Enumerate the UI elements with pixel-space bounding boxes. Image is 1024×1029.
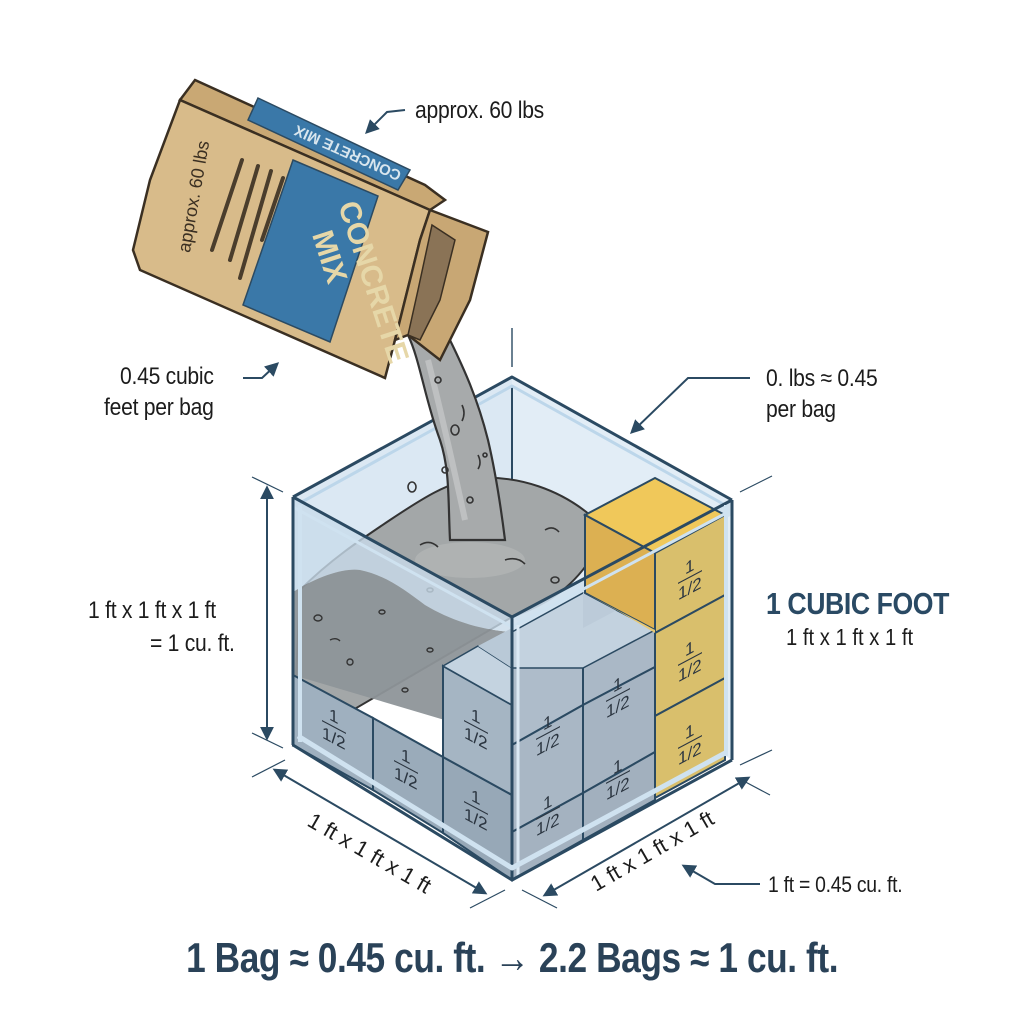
callout-arrows <box>243 109 760 885</box>
weight-callout-label: approx. 60 lbs <box>415 97 544 124</box>
height-callout-line2: = 1 cu. ft. <box>150 630 235 657</box>
summary-equation-text: 1 Bag ≈ 0.45 cu. ft. → 2.2 Bags ≈ 1 cu. … <box>186 934 838 981</box>
svg-text:1: 1 <box>613 673 622 697</box>
weight-callout-arrow <box>365 109 406 134</box>
dimension-lines <box>251 328 773 909</box>
yellow-block-3 <box>654 676 726 800</box>
bag-front-label <box>242 158 379 344</box>
summary-equation: 1 Bag ≈ 0.45 cu. ft. → 2.2 Bags ≈ 1 cu. … <box>0 934 1024 982</box>
cube-title: 1 CUBIC FOOT <box>766 586 949 621</box>
svg-text:1: 1 <box>471 785 480 809</box>
concrete-stream <box>406 328 507 542</box>
svg-text:1: 1 <box>543 791 552 815</box>
height-callout-line1: 1 ft x 1 ft x 1 ft <box>88 597 216 624</box>
volume-callout-arrow <box>243 362 280 379</box>
svg-text:1: 1 <box>685 555 694 579</box>
cube-subtitle: 1 ft x 1 ft x 1 ft <box>786 624 914 650</box>
svg-text:1: 1 <box>471 704 480 728</box>
svg-text:1: 1 <box>401 744 410 768</box>
volume-callout-line2: feet per bag <box>104 394 214 421</box>
foot-equiv-callout-arrow <box>681 864 760 885</box>
per-bag-callout-line1: 0. lbs ≈ 0.45 <box>766 365 878 392</box>
per-bag-callout-arrow <box>629 377 750 434</box>
front-right-dimension-arrow <box>542 776 751 897</box>
per-bag-callout-line2: per bag <box>766 396 836 423</box>
volume-callout-line1: 0.45 cubic <box>120 363 214 390</box>
concrete-mix-bag: CONCRETE MIX CONCRETE MIX approx. 60 lbs <box>131 78 490 380</box>
foot-equivalence-label: 1 ft = 0.45 cu. ft. <box>768 872 903 897</box>
svg-text:1: 1 <box>613 755 622 779</box>
svg-text:1: 1 <box>543 711 552 735</box>
svg-text:1: 1 <box>685 637 694 661</box>
svg-text:1: 1 <box>685 720 694 744</box>
front-left-dimension-arrow <box>272 768 488 895</box>
svg-text:1: 1 <box>329 704 338 728</box>
